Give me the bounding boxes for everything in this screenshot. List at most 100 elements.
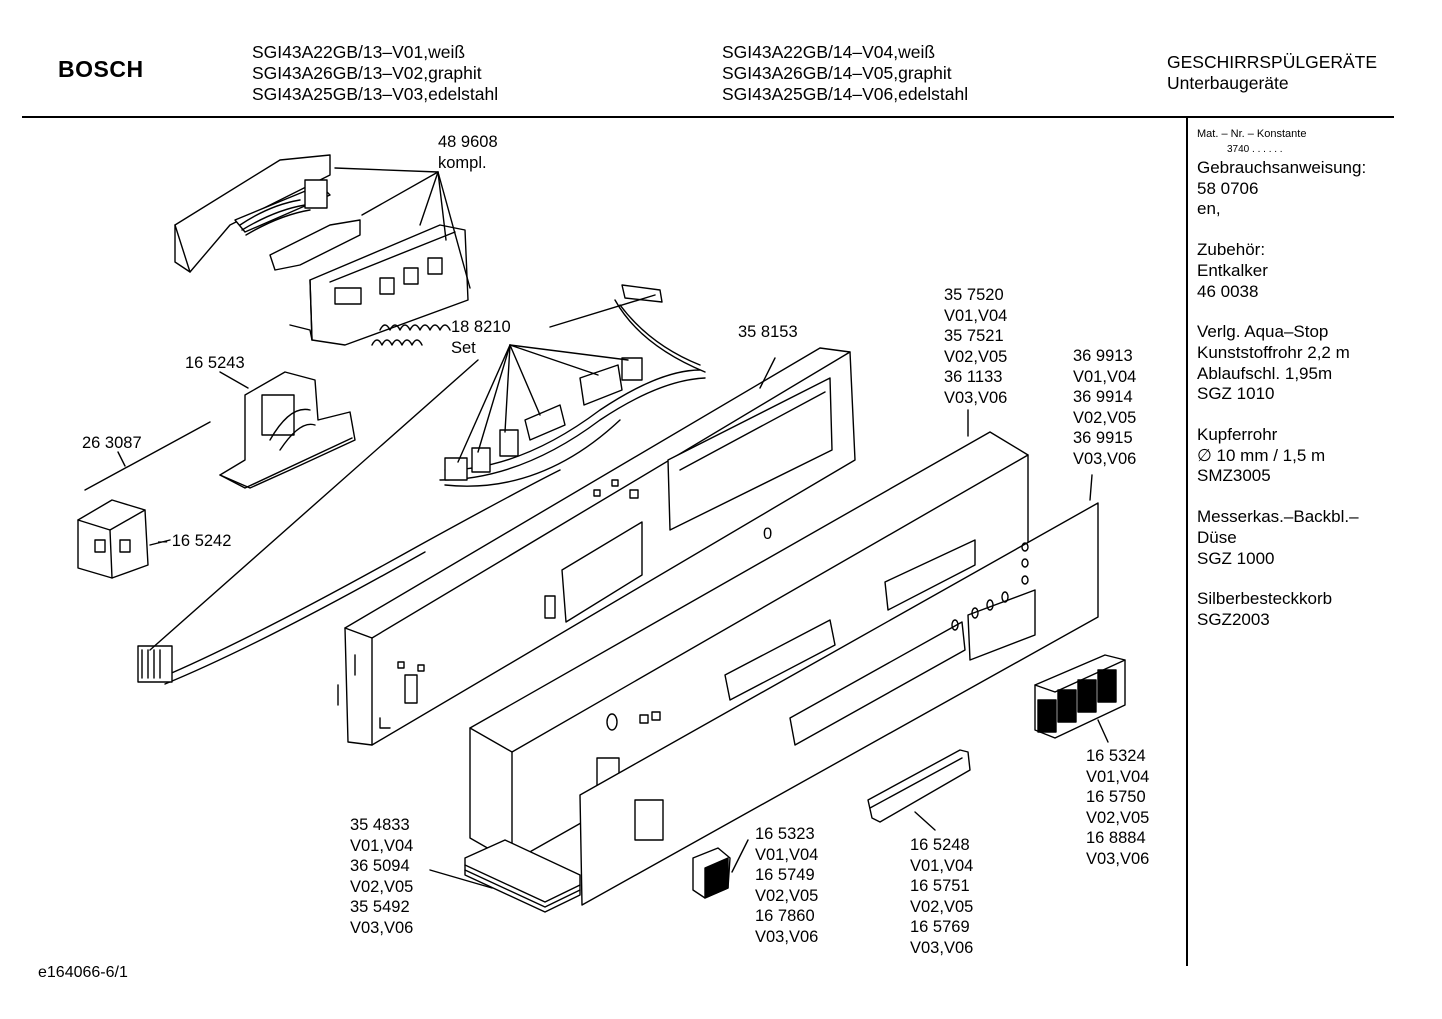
part-label-165242: – 16 5242	[158, 531, 231, 552]
model-line: SGI43A25GB/13–V03,edelstahl	[252, 84, 499, 104]
mat-value: 3740 . . . . . .	[1227, 144, 1283, 155]
part-number: 26 3087	[82, 434, 142, 452]
part-variant: V03,V06	[944, 388, 1008, 407]
outer-control-panel-part	[469, 431, 1029, 863]
part-variant: V01,V04	[944, 306, 1008, 325]
control-module-part	[174, 154, 469, 346]
sidebar-text: en,	[1197, 199, 1221, 219]
part-number: 16 5324	[1086, 747, 1146, 765]
part-number: 36 9914	[1073, 388, 1133, 407]
sidebar-group-accessories: Zubehör: Entkalker 46 0038	[1197, 240, 1366, 302]
brand-logo: BOSCH	[58, 56, 144, 82]
wire-part	[84, 421, 211, 491]
sidebar-text: Verlg. Aqua–Stop	[1197, 322, 1329, 342]
part-variant: V02,V05	[350, 877, 414, 896]
sidebar-text: Silberbesteckkorb	[1197, 589, 1333, 609]
model-line: SGI43A22GB/14–V04,weiß	[722, 42, 936, 62]
sidebar-group-manual: Gebrauchsanweisung: 58 0706 en,	[1197, 158, 1366, 220]
part-label-188210: 18 8210 Set	[451, 317, 511, 358]
part-number: 16 5749	[755, 866, 815, 885]
part-variant: V03,V06	[755, 927, 819, 946]
part-variant: V03,V06	[910, 938, 974, 957]
document-id: e164066-6/1	[38, 964, 128, 981]
part-number: 16 5750	[1086, 788, 1146, 807]
part-label-358153: 35 8153	[738, 322, 798, 343]
part-label-354833: 35 4833 V01,V04 36 5094 V02,V05 35 5492 …	[350, 815, 413, 939]
insulation-strip-part	[464, 839, 581, 913]
part-number: 35 4833	[350, 816, 410, 834]
part-number: 16 5243	[185, 354, 245, 372]
sidebar-group-copper: Kupferrohr ∅ 10 mm / 1,5 m SMZ3005	[1197, 425, 1366, 487]
model-list-14: SGI43A22GB/14–V04,weiß SGI43A26GB/14–V05…	[722, 42, 968, 105]
sidebar-text: SGZ2003	[1197, 609, 1270, 629]
part-number: 48 9608	[438, 133, 498, 151]
wiring-harness-part	[137, 284, 706, 685]
sidebar-group-aquastop: Verlg. Aqua–Stop Kunststoffrohr 2,2 m Ab…	[1197, 322, 1366, 405]
part-number: 36 9915	[1073, 429, 1133, 448]
part-variant: V01,V04	[910, 856, 974, 875]
part-variant: V03,V06	[350, 918, 414, 937]
inner-door-panel-part	[337, 347, 856, 746]
part-number: 16 5751	[910, 877, 970, 896]
model-line: SGI43A25GB/14–V06,edelstahl	[722, 84, 969, 104]
sidebar-text: Zubehör:	[1197, 240, 1266, 260]
sidebar-text: Gebrauchsanweisung:	[1197, 158, 1367, 177]
sidebar-group-cutlery: Silberbesteckkorb SGZ2003	[1197, 589, 1366, 630]
part-note: Set	[451, 338, 476, 357]
sidebar-text: Kupferrohr	[1197, 425, 1278, 445]
part-variant: V03,V06	[1073, 449, 1137, 468]
part-variant: V01,V04	[1086, 767, 1150, 786]
sidebar-text: SMZ3005	[1197, 466, 1271, 486]
part-variant: V01,V04	[350, 836, 414, 855]
part-variant: V01,V04	[755, 845, 819, 864]
part-variant: V02,V05	[755, 886, 819, 905]
bracket-part	[219, 371, 356, 489]
sidebar-divider	[1186, 118, 1188, 966]
part-variant: V02,V05	[1073, 408, 1137, 427]
sidebar-info: Mat. – Nr. – Konstante 3740 . . . . . . …	[1197, 126, 1366, 631]
sidebar-text: 58 0706	[1197, 178, 1259, 198]
part-number: 35 8153	[738, 323, 798, 341]
part-variant: V02,V05	[944, 347, 1008, 366]
part-label-165323: 16 5323 V01,V04 16 5749 V02,V05 16 7860 …	[755, 824, 818, 948]
switch-part	[77, 499, 149, 579]
zero-mark: 0	[763, 525, 773, 543]
part-note: kompl.	[438, 153, 487, 172]
part-number: 16 7860	[755, 907, 815, 926]
category-line: Unterbaugeräte	[1167, 73, 1289, 93]
sidebar-text: ∅ 10 mm / 1,5 m	[1197, 445, 1326, 465]
part-number: 18 8210	[451, 318, 511, 336]
sidebar-group-knife: Messerkas.–Backbl.– Düse SGZ 1000	[1197, 507, 1366, 569]
part-variant: V03,V06	[1086, 849, 1150, 868]
part-number: 35 5492	[350, 898, 410, 917]
category-line: GESCHIRRSPÜLGERÄTE	[1167, 52, 1378, 72]
part-number: 35 7520	[944, 286, 1004, 304]
sidebar-text: Messerkas.–Backbl.–	[1197, 507, 1359, 527]
part-number: 16 5769	[910, 918, 970, 937]
sidebar-text: 46 0038	[1197, 281, 1259, 301]
part-number: 36 9913	[1073, 347, 1133, 365]
part-label-489608: 48 9608 kompl.	[438, 132, 498, 173]
model-list-13: SGI43A22GB/13–V01,weiß SGI43A26GB/13–V02…	[252, 42, 498, 105]
header-divider	[22, 116, 1394, 118]
part-number: 36 1133	[944, 368, 1003, 387]
part-variant: V02,V05	[910, 897, 974, 916]
sidebar-text: Entkalker	[1197, 260, 1268, 280]
sidebar-text: Ablaufschl. 1,95m	[1197, 363, 1333, 383]
model-line: SGI43A26GB/14–V05,graphit	[722, 63, 952, 83]
part-number: 16 5323	[755, 825, 815, 843]
part-label-263087: 26 3087	[82, 433, 142, 454]
part-label-357520: 35 7520 V01,V04 35 7521 V02,V05 36 1133 …	[944, 285, 1007, 409]
part-label-165248: 16 5248 V01,V04 16 5751 V02,V05 16 5769 …	[910, 835, 973, 959]
mat-label: Mat. – Nr. – Konstante	[1197, 128, 1307, 140]
part-number: 16 8884	[1086, 829, 1146, 848]
part-variant: V02,V05	[1086, 808, 1150, 827]
part-number: 36 5094	[350, 857, 410, 876]
model-line: SGI43A26GB/13–V02,graphit	[252, 63, 482, 83]
part-number: 16 5248	[910, 836, 970, 854]
part-label-369913: 36 9913 V01,V04 36 9914 V02,V05 36 9915 …	[1073, 346, 1136, 470]
part-label-165324: 16 5324 V01,V04 16 5750 V02,V05 16 8884 …	[1086, 746, 1149, 870]
sidebar-text: SGZ 1000	[1197, 548, 1275, 568]
part-number: 35 7521	[944, 327, 1004, 346]
